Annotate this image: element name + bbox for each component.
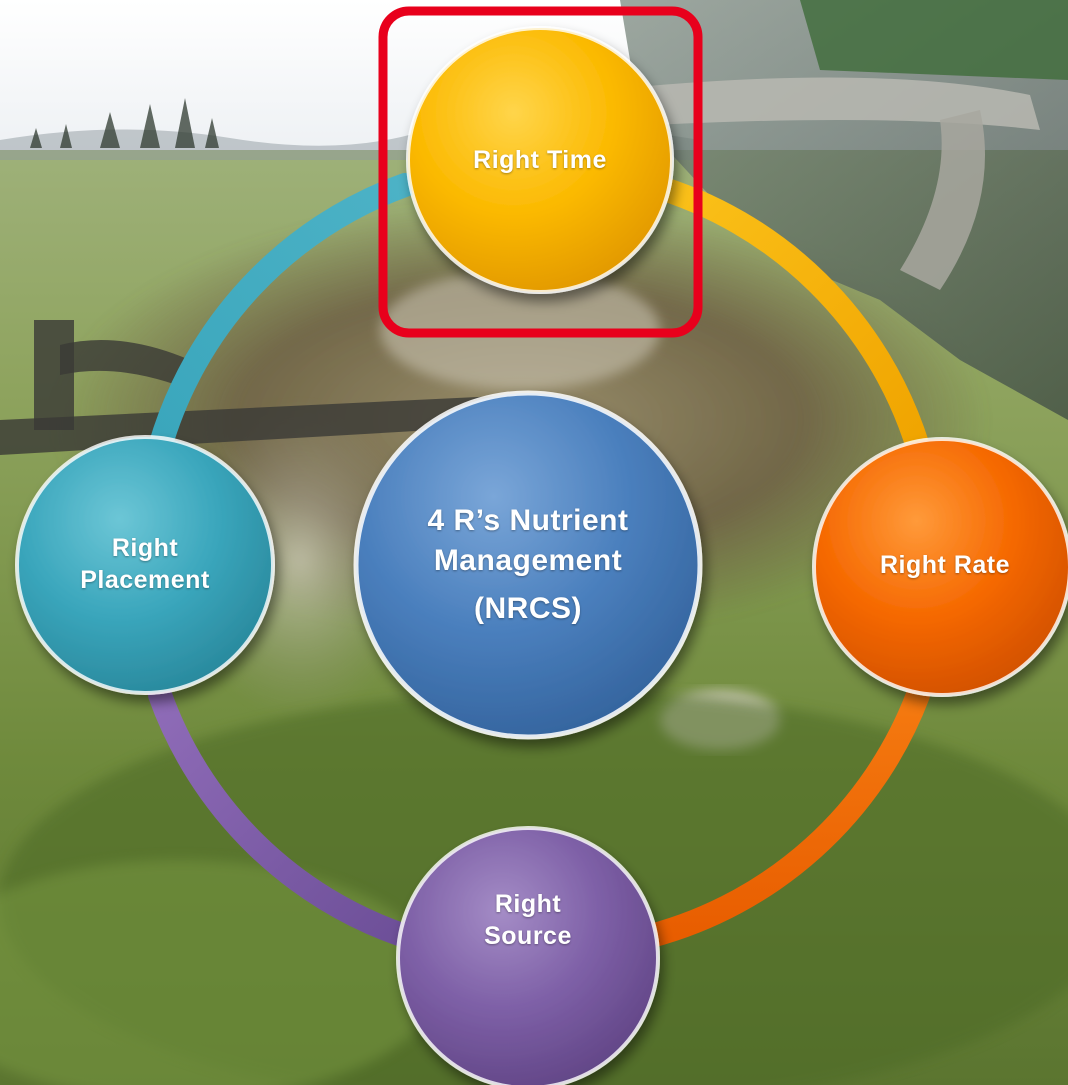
node-right-rate	[812, 437, 1068, 697]
node-right-time	[406, 26, 674, 294]
highlight-box	[378, 6, 703, 338]
node-right-placement	[15, 435, 275, 695]
arc-rate-to-source	[639, 683, 930, 948]
center-node	[353, 390, 703, 740]
arc-source-to-placement	[148, 683, 417, 948]
arc-placement-to-time	[148, 173, 417, 459]
node-right-source	[396, 826, 660, 1085]
